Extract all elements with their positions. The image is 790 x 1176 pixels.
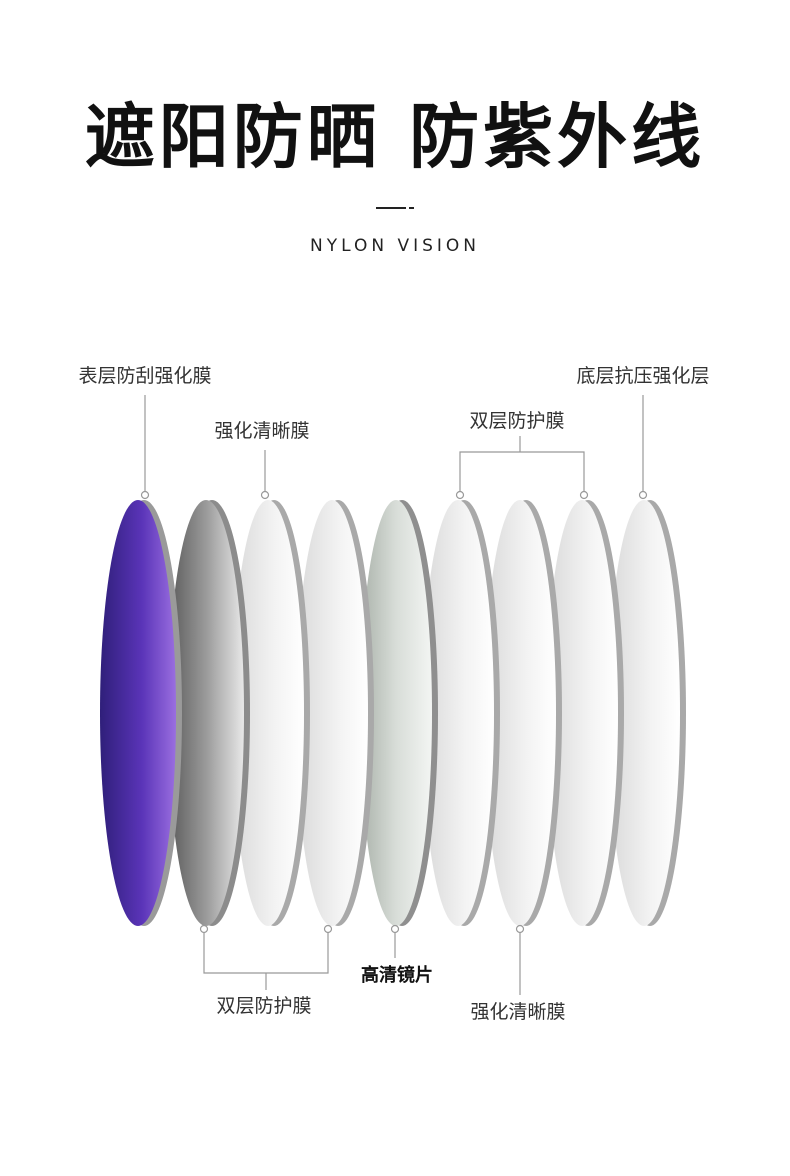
anchor-dot — [638, 490, 648, 500]
anchor-dot — [323, 924, 333, 934]
title-divider-mark — [376, 200, 416, 214]
anchor-dot — [199, 924, 209, 934]
bracket-top-3 — [459, 451, 585, 492]
lens-disc-9 — [608, 500, 686, 926]
lens-disc-6 — [422, 500, 500, 926]
label-top-3: 双层防护膜 — [469, 410, 564, 432]
lens-disc-1 — [100, 500, 182, 926]
lens-disc-3 — [232, 500, 310, 926]
lens-disc-8 — [546, 500, 624, 926]
anchor-dot — [260, 490, 270, 500]
label-bottom-2: 高清镜片 — [361, 964, 433, 986]
anchor-dot — [140, 490, 150, 500]
lens-disc-5 — [360, 500, 438, 926]
bracket-bottom-1 — [203, 932, 329, 974]
lens-disc-2 — [168, 500, 250, 926]
lens-disc-7 — [484, 500, 562, 926]
anchor-dot — [390, 924, 400, 934]
label-top-4: 底层抗压强化层 — [576, 365, 709, 387]
label-bottom-1: 双层防护膜 — [216, 995, 311, 1017]
page-title: 遮阳防晒 防紫外线 — [84, 96, 706, 178]
lens-disc-4 — [296, 500, 374, 926]
anchor-dot — [579, 490, 589, 500]
anchor-dot — [515, 924, 525, 934]
anchor-dot — [455, 490, 465, 500]
brand-subtitle: NYLON VISION — [309, 236, 480, 256]
label-bottom-3: 强化清晰膜 — [470, 1001, 565, 1023]
label-top-2: 强化清晰膜 — [214, 420, 309, 442]
label-top-1: 表层防刮强化膜 — [78, 365, 211, 387]
